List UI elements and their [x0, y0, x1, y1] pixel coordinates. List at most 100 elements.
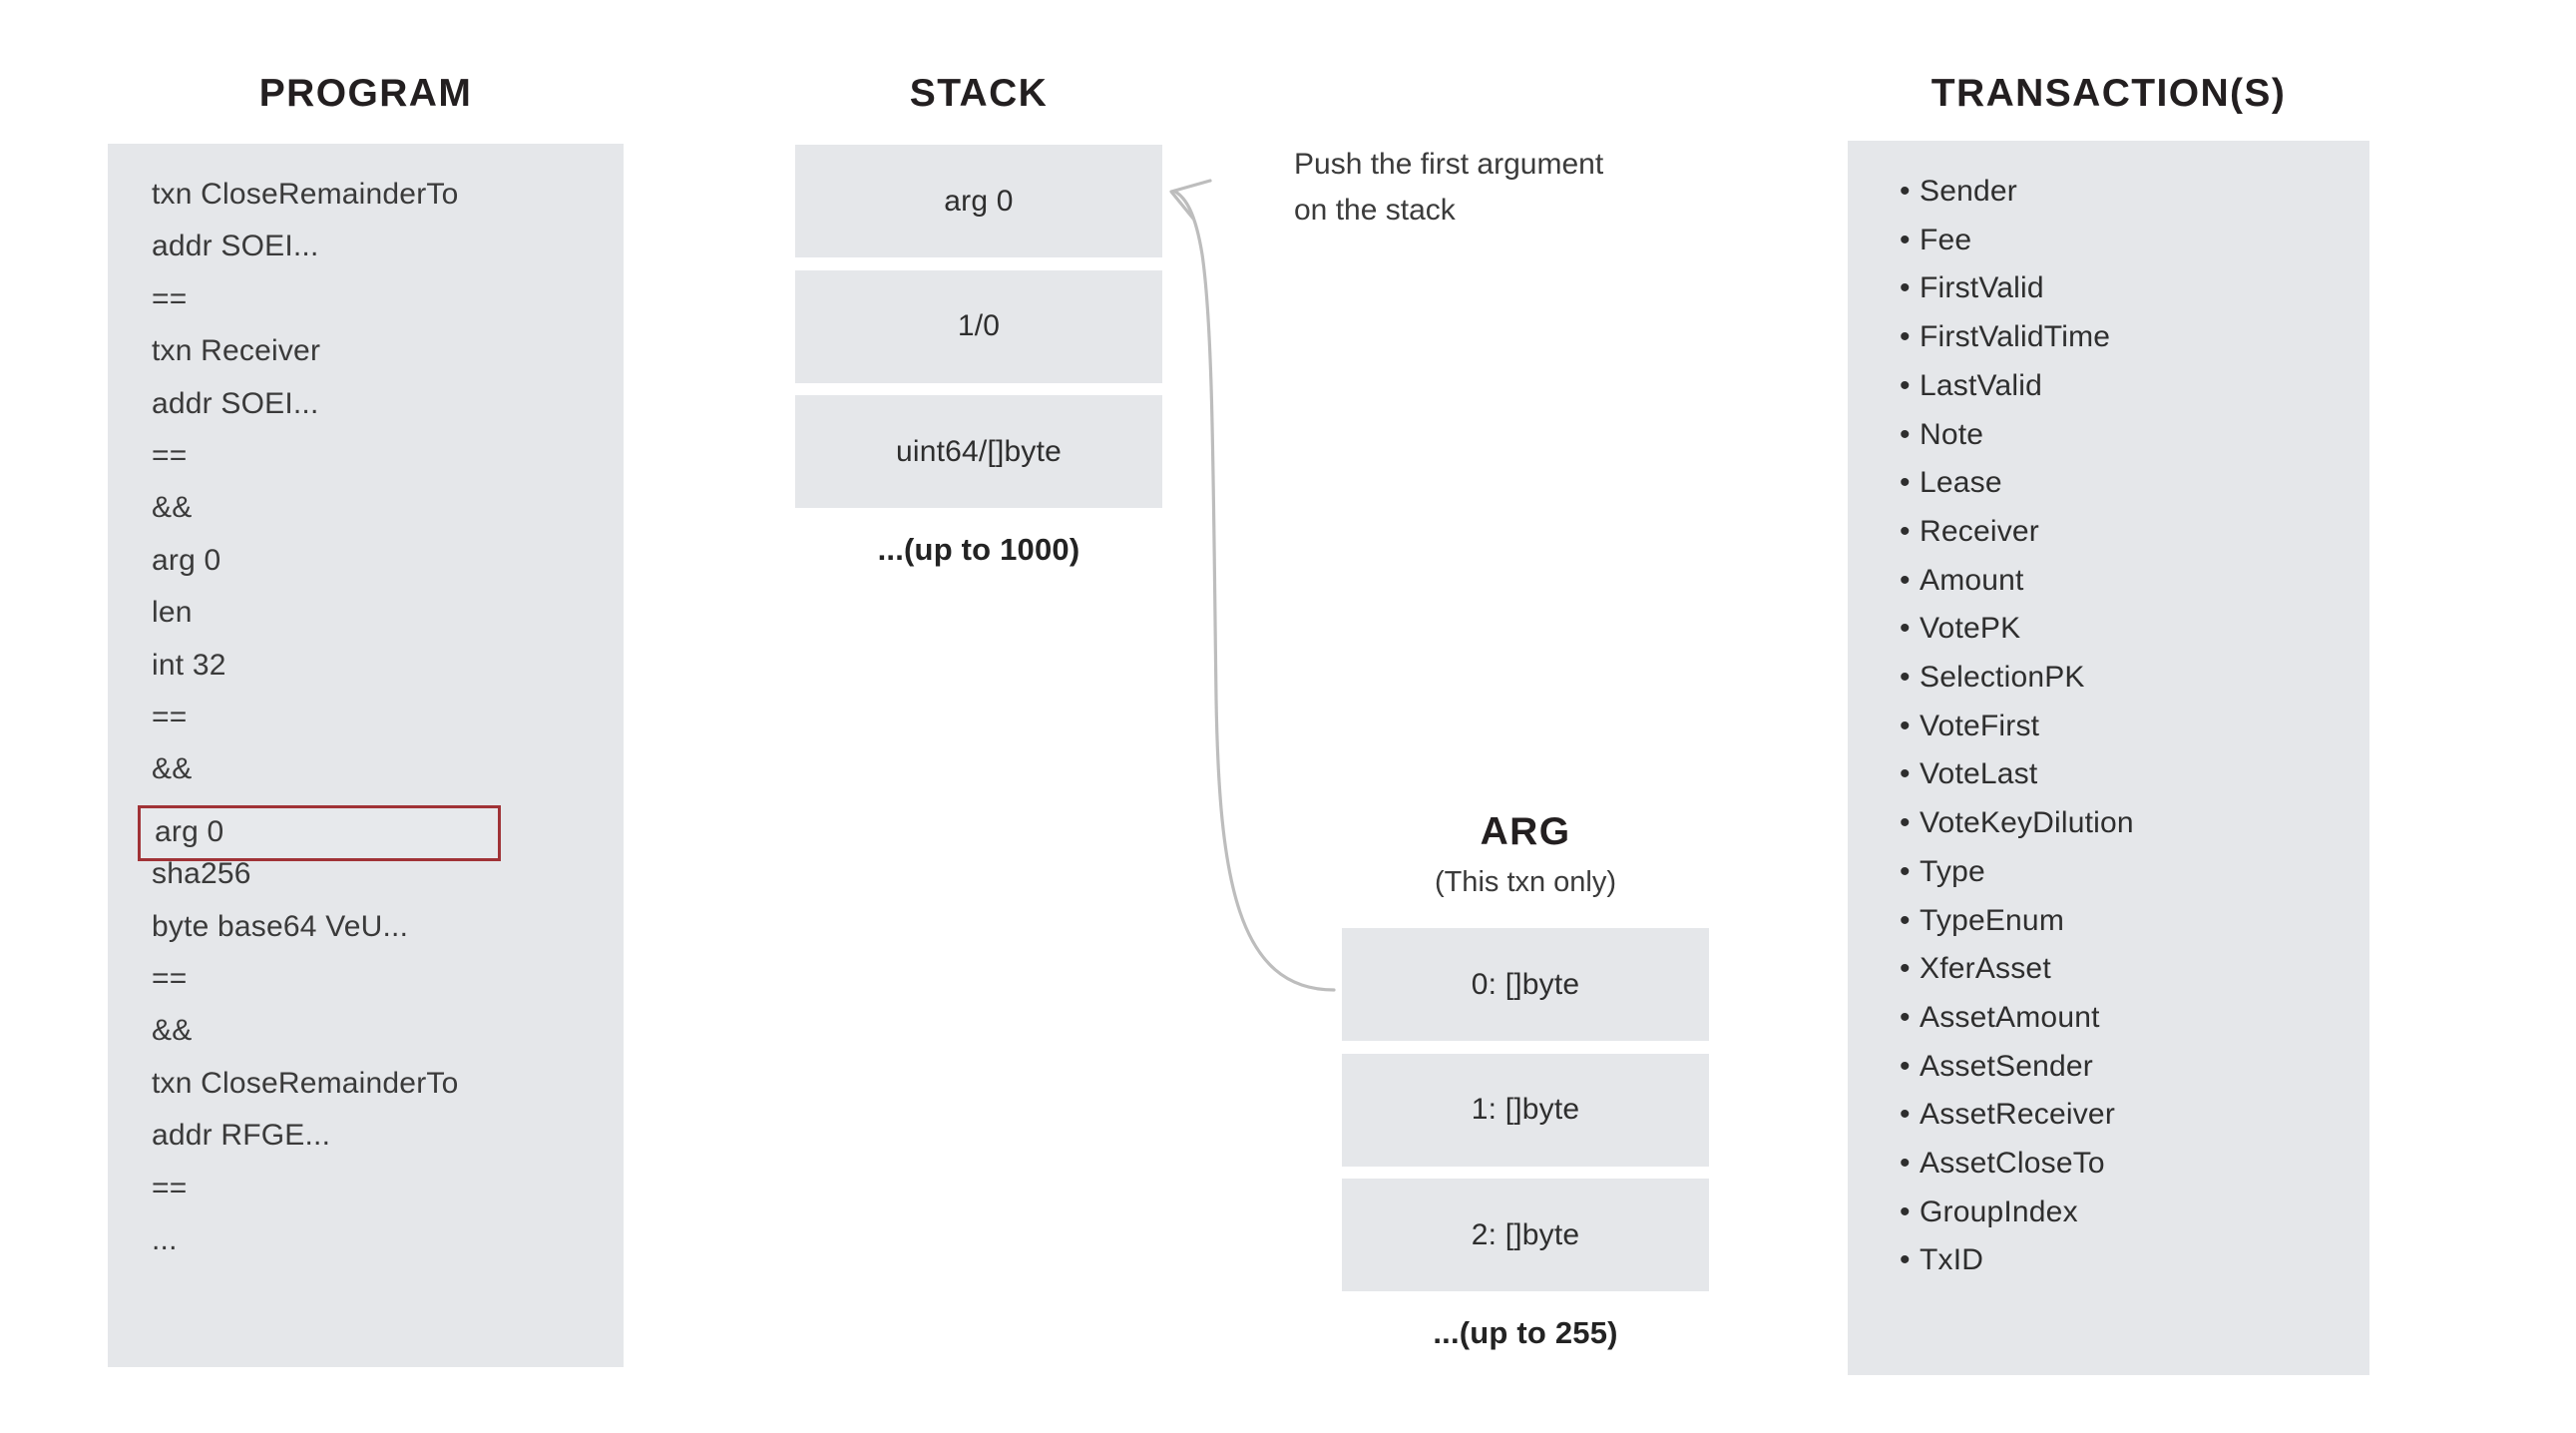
program-line: int 32: [152, 648, 226, 682]
bullet-icon: •: [1900, 1000, 1911, 1034]
program-line: addr SOEI...: [152, 230, 319, 263]
transaction-field-label: VoteLast: [1920, 757, 2038, 791]
annotation-line-2: on the stack: [1294, 194, 1456, 227]
transaction-field-row: • AssetReceiver: [1900, 1098, 2115, 1132]
bullet-icon: •: [1900, 175, 1911, 208]
transaction-field-label: XferAsset: [1920, 952, 2051, 986]
bullet-icon: •: [1900, 223, 1911, 256]
transaction-field-label: VoteFirst: [1920, 709, 2040, 742]
transaction-field-label: AssetAmount: [1920, 1000, 2100, 1034]
transaction-field-label: SelectionPK: [1920, 661, 2085, 694]
transaction-field-row: • VoteLast: [1900, 757, 2037, 791]
transactions-column-title: TRANSACTION(S): [1931, 72, 2287, 115]
bullet-icon: •: [1900, 320, 1911, 354]
bullet-icon: •: [1900, 514, 1911, 548]
stack-overflow-note: ...(up to 1000): [877, 532, 1080, 567]
stack-column-title: STACK: [909, 72, 1049, 115]
transactions-panel: •Sender•Fee•FirstValid•FirstValidTime•La…: [1848, 141, 2369, 1375]
transaction-field-row: • FirstValid: [1900, 271, 2044, 305]
bullet-icon: •: [1900, 563, 1911, 597]
transaction-field-label: LastValid: [1920, 368, 2042, 402]
push-arrow-head: [1169, 179, 1212, 221]
transaction-field-label: Note: [1920, 417, 1984, 451]
annotation-line-1: Push the first argument: [1294, 148, 1604, 181]
transaction-field-row: • Fee: [1900, 224, 1971, 257]
transaction-field-label: VoteKeyDilution: [1920, 806, 2134, 840]
transaction-field-row: • SelectionPK: [1900, 661, 2085, 695]
bullet-icon: •: [1900, 952, 1911, 986]
bullet-icon: •: [1900, 1243, 1911, 1277]
program-line-highlighted: arg 0: [138, 804, 501, 861]
bullet-icon: •: [1900, 661, 1911, 694]
transaction-field-row: • Sender: [1900, 175, 2017, 209]
arg-cell: 1: []byte: [1342, 1053, 1709, 1167]
bullet-icon: •: [1900, 709, 1911, 742]
program-line: txn CloseRemainderTo: [152, 1066, 459, 1100]
transaction-field-label: VotePK: [1920, 612, 2021, 646]
program-line: len: [152, 596, 193, 630]
stack-cell: 1/0: [795, 269, 1162, 383]
transaction-field-row: • Receiver: [1900, 515, 2039, 549]
program-line: ...: [152, 1223, 178, 1256]
transaction-field-label: TypeEnum: [1920, 903, 2065, 937]
transaction-field-row: • VoteFirst: [1900, 710, 2039, 743]
bullet-icon: •: [1900, 1049, 1911, 1083]
transaction-field-row: • Note: [1900, 418, 1983, 452]
program-line: ==: [152, 1171, 188, 1204]
transaction-field-row: • GroupIndex: [1900, 1195, 2078, 1229]
program-line: txn Receiver: [152, 334, 321, 368]
program-line: ==: [152, 962, 188, 995]
program-column-title: PROGRAM: [258, 72, 473, 115]
transaction-field-row: •FirstValidTime: [1900, 320, 2110, 354]
bullet-icon: •: [1900, 612, 1911, 646]
program-line: arg 0: [152, 543, 221, 577]
transaction-field-row: •Amount: [1900, 564, 2024, 598]
program-panel: txn CloseRemainderTo addr SOEI... == txn Re…: [108, 144, 624, 1367]
bullet-icon: •: [1900, 1147, 1911, 1180]
arg-column-title: ARG: [1480, 810, 1571, 853]
transaction-field-row: • XferAsset: [1900, 952, 2051, 986]
program-line: ==: [152, 281, 188, 315]
transaction-field-row: • AssetCloseTo: [1900, 1147, 2105, 1181]
transaction-field-row: •Lease: [1900, 466, 2002, 500]
bullet-icon: •: [1900, 417, 1911, 451]
bullet-icon: •: [1900, 271, 1911, 305]
transaction-field-label: FirstValid: [1920, 271, 2044, 305]
transaction-field-label: GroupIndex: [1920, 1194, 2078, 1228]
bullet-icon: •: [1900, 1098, 1911, 1132]
stack-cell: arg 0: [795, 145, 1162, 257]
transaction-field-label: Sender: [1920, 175, 2017, 208]
program-line: &&: [152, 1014, 193, 1048]
bullet-icon: •: [1900, 806, 1911, 840]
bullet-icon: •: [1900, 757, 1911, 791]
transaction-field-row: • TypeEnum: [1900, 904, 2064, 938]
push-arrow-path: [1173, 190, 1336, 992]
bullet-icon: •: [1900, 903, 1911, 937]
transaction-field-row: •AssetSender: [1900, 1050, 2093, 1084]
transaction-field-label: TxID: [1920, 1243, 1984, 1277]
bullet-icon: •: [1900, 1194, 1911, 1228]
stack-cell: uint64/[]byte: [795, 395, 1162, 508]
transaction-field-label: Receiver: [1920, 514, 2039, 548]
transaction-field-row: • VoteKeyDilution: [1900, 806, 2134, 840]
transaction-field-label: Lease: [1920, 466, 2002, 500]
program-line: ==: [152, 701, 188, 733]
program-line: addr RFGE...: [152, 1119, 331, 1153]
transaction-field-label: Type: [1920, 854, 1985, 888]
program-line: addr SOEI...: [152, 386, 319, 420]
transaction-field-row: • AssetAmount: [1900, 1001, 2100, 1035]
arg-cell: 2: []byte: [1342, 1179, 1709, 1291]
transaction-field-label: AssetCloseTo: [1920, 1147, 2105, 1180]
transaction-field-label: Fee: [1920, 223, 1972, 256]
transaction-field-row: • VotePK: [1900, 612, 2020, 646]
transaction-field-label: AssetReceiver: [1920, 1098, 2116, 1132]
program-line: txn CloseRemainderTo: [152, 178, 459, 211]
transaction-field-row: • TxID: [1900, 1243, 1983, 1277]
program-line: ==: [152, 439, 188, 472]
arg-column-subtitle: (This txn only): [1434, 866, 1617, 898]
bullet-icon: •: [1900, 368, 1911, 402]
bullet-icon: •: [1900, 854, 1911, 888]
arg-overflow-note: ...(up to 255): [1433, 1315, 1618, 1350]
program-line: byte base64 VeU...: [152, 909, 409, 943]
